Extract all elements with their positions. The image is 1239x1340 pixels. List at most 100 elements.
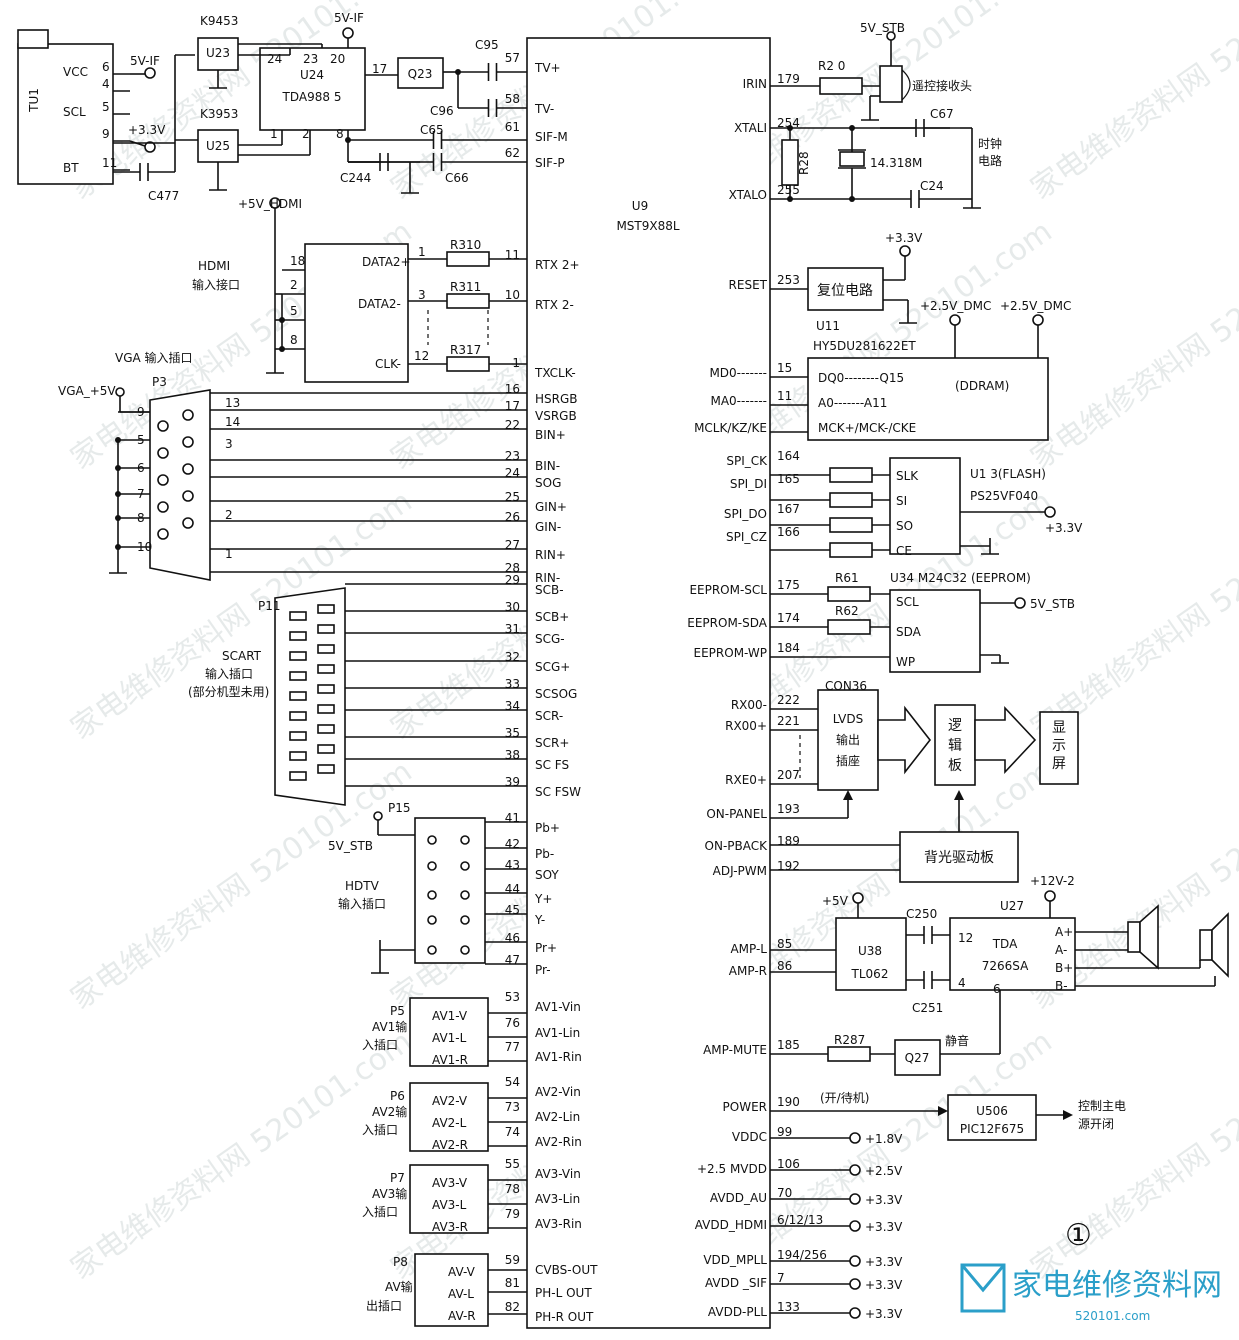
- chip-pin-name: VDDC: [732, 1130, 767, 1144]
- q23-ref: Q23: [408, 67, 433, 81]
- scart-title: (部分机型未用): [188, 684, 269, 699]
- tuner-pin-number: 6: [102, 60, 110, 74]
- ir-resistor-label: R2 0: [818, 59, 845, 73]
- lvds-to-logic-arrow: [877, 705, 932, 775]
- logic-board-body: [934, 704, 976, 786]
- scart-pin: [317, 604, 335, 614]
- hdtv-title: HDTV: [345, 879, 380, 893]
- site-logo: 家电维修资料网 520101.com: [960, 1263, 1222, 1323]
- flash-part: PS25VF040: [970, 489, 1038, 503]
- u24-pin: 23: [303, 52, 318, 66]
- scart-pin: [317, 664, 335, 674]
- chip-pin-name: POWER: [723, 1100, 767, 1114]
- logic-to-panel-arrow: [974, 705, 1037, 775]
- tuner-ref: TU1: [27, 88, 41, 113]
- q27-ref: Q27: [905, 1051, 930, 1065]
- chip-pin-name: SPI_CK: [726, 454, 768, 468]
- eeprom-pin-name: WP: [896, 655, 915, 669]
- vga-pin-hole: [157, 447, 169, 459]
- hdmi-data2p-label: DATA2+: [362, 255, 411, 269]
- chip-pin-number: 106: [777, 1157, 800, 1171]
- reset-supply-label: +3.3V: [885, 231, 923, 245]
- chip-pin-number: 175: [777, 578, 800, 592]
- chip-pin-name: Pr+: [535, 941, 557, 955]
- power-ctrl-label: 控制主电: [1078, 1099, 1126, 1113]
- chip-pin-number: 79: [505, 1207, 520, 1221]
- ir-receiver-body: [879, 65, 903, 103]
- ddram-supply: +2.5V_DMC: [920, 299, 991, 313]
- chip-pin-name: AMP-R: [729, 964, 767, 978]
- hdmi-resistor-label: R311: [450, 280, 481, 294]
- chip-pin-number: 7: [777, 1271, 785, 1285]
- supply-3v3-label: +3.3V: [128, 123, 166, 137]
- lvds-title: LVDS: [833, 712, 863, 726]
- vga-pin-number: 7: [137, 487, 145, 501]
- chip-pin-name: EEPROM-WP: [694, 646, 767, 660]
- power-rail-label: +3.3V: [865, 1278, 903, 1292]
- k3953-label: K3953: [200, 107, 238, 121]
- display-panel-body: [1039, 711, 1079, 785]
- chip-pin-name: RTX 2-: [535, 298, 574, 312]
- supply-terminal: [269, 197, 281, 209]
- av-out-ref: P8: [393, 1255, 408, 1269]
- chip-pin-name: TV+: [534, 61, 561, 75]
- junction: [115, 465, 121, 471]
- vga-pin-number: 10: [137, 540, 152, 554]
- chip-pin-number: 179: [777, 72, 800, 86]
- display-panel-label: 显: [1052, 720, 1066, 736]
- supply-terminal: [1044, 506, 1056, 518]
- resistor: [829, 467, 873, 483]
- hdtv-ref: P15: [388, 801, 411, 815]
- ir-receiver-lens: [901, 69, 911, 101]
- chip-pin-name: MCLK/KZ/KE: [694, 421, 767, 435]
- av-in-title: AV2输: [372, 1104, 407, 1119]
- scart-pin: [289, 691, 307, 701]
- scart-pin: [317, 724, 335, 734]
- chip-u9-body: [526, 37, 771, 1329]
- supply-5v-if-label: 5V-IF: [130, 54, 160, 68]
- chip-pin-name: AV1-Rin: [535, 1050, 582, 1064]
- chip-pin-number: 74: [505, 1125, 520, 1139]
- av-in-connector-body: [409, 1164, 489, 1234]
- scart-pin: [317, 644, 335, 654]
- chip-pin-number: 47: [505, 953, 520, 967]
- watermark: 家电维修资料网 520101.com: [1025, 214, 1239, 477]
- junction: [115, 544, 121, 550]
- chip-pin-number: 29: [505, 573, 520, 587]
- chip-pin-number: 99: [777, 1125, 792, 1139]
- chip-pin-number: 62: [505, 146, 520, 160]
- av-in-signal: AV2-V: [432, 1094, 468, 1108]
- vga-pin-number: 3: [225, 437, 233, 451]
- av-in-title: AV1输: [372, 1019, 407, 1034]
- chip-pin-number: 221: [777, 714, 800, 728]
- q23-body: [397, 57, 444, 89]
- chip-pin-name: RX00-: [731, 698, 767, 712]
- lvds-ref: CON36: [825, 679, 867, 693]
- hdmi-title: HDMI: [198, 259, 230, 273]
- chip-pin-number: 166: [777, 525, 800, 539]
- tuner-pin-number: 9: [102, 127, 110, 141]
- chip-u9-ref: U9: [632, 199, 648, 213]
- av-out-signal: AV-R: [448, 1309, 476, 1323]
- power-rail-label: +3.3V: [865, 1307, 903, 1321]
- chip-pin-name: AVDD_HDMI: [695, 1218, 767, 1232]
- scart-pin: [289, 771, 307, 781]
- chip-pin-name: SCB+: [535, 610, 569, 624]
- lvds-title: 输出: [836, 732, 860, 747]
- vga-pin-hole: [157, 474, 169, 486]
- vga-pin-number: 1: [225, 547, 233, 561]
- u27-part: TDA: [992, 937, 1018, 951]
- resistor: [446, 251, 490, 267]
- junction: [115, 491, 121, 497]
- tuner-pin-name: SCL: [63, 105, 86, 119]
- chip-pin-number: 10: [505, 288, 520, 302]
- hdtv-pin-hole: [427, 945, 437, 955]
- speaker-body: [1199, 929, 1213, 961]
- u24-pin: 20: [330, 52, 345, 66]
- chip-pin-number: 45: [505, 903, 520, 917]
- scart-pin: [317, 624, 335, 634]
- resistor: [781, 139, 799, 186]
- tuner-tab: [17, 29, 49, 49]
- power-rail-label: +3.3V: [865, 1220, 903, 1234]
